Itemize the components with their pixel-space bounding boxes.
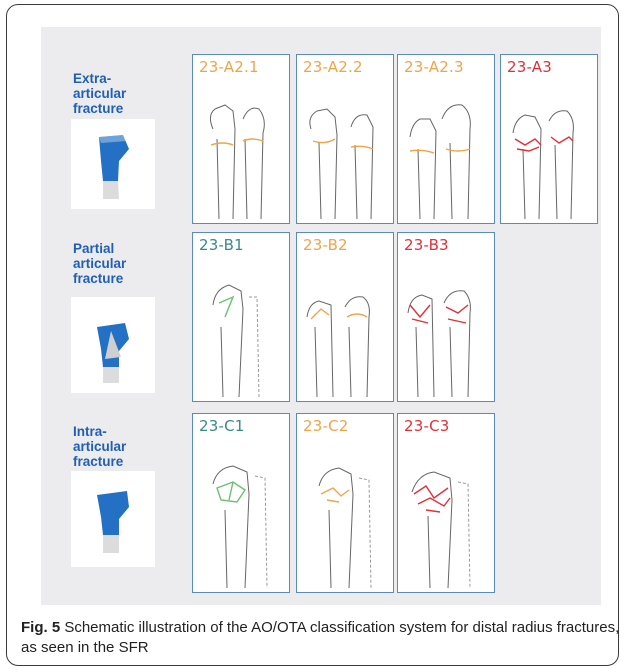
radius-ulna-sketch-icon (193, 438, 289, 588)
figure-caption: Fig. 5 Schematic illustration of the AO/… (21, 618, 621, 658)
card-23-b1: 23-B1 (192, 232, 290, 402)
card-23-c2: 23-C2 (296, 413, 394, 593)
card-code: 23-A2.3 (404, 58, 464, 76)
card-code: 23-A2.1 (199, 58, 259, 76)
radius-partial-icon (71, 297, 155, 393)
radius-extra-icon (71, 119, 155, 209)
bone-thumbnail-intra (71, 471, 155, 567)
card-23-c1: 23-C1 (192, 413, 290, 593)
card-23-a2-2: 23-A2.2 (296, 54, 394, 224)
card-code: 23-B1 (199, 236, 244, 254)
radius-intra-icon (71, 471, 155, 567)
card-23-a2-1: 23-A2.1 (192, 54, 290, 224)
radius-ulna-sketch-icon (297, 79, 393, 219)
card-code: 23-B3 (404, 236, 449, 254)
radius-ulna-sketch-icon (501, 79, 597, 219)
radius-ulna-sketch-icon (193, 79, 289, 219)
figure-panel: Extra- articular fracture Partial articu… (41, 27, 601, 605)
caption-text: Schematic illustration of the AO/OTA cla… (21, 619, 619, 656)
bone-thumbnail-partial (71, 297, 155, 393)
figure-frame: Extra- articular fracture Partial articu… (6, 4, 619, 666)
card-23-b2: 23-B2 (296, 232, 394, 402)
card-code: 23-C2 (303, 417, 349, 435)
card-code: 23-B2 (303, 236, 348, 254)
card-23-a2-3: 23-A2.3 (397, 54, 495, 224)
row-label-partial-articular: Partial articular fracture (73, 241, 126, 286)
row-label-extra-articular: Extra- articular fracture (73, 71, 126, 116)
radius-ulna-sketch-icon (398, 257, 494, 397)
radius-ulna-sketch-icon (193, 257, 289, 397)
card-23-b3: 23-B3 (397, 232, 495, 402)
bone-thumbnail-extra (71, 119, 155, 209)
caption-label: Fig. 5 (21, 619, 60, 636)
row-label-intra-articular: Intra- articular fracture (73, 424, 126, 469)
card-code: 23-A3 (507, 58, 552, 76)
radius-ulna-sketch-icon (297, 438, 393, 588)
card-23-c3: 23-C3 (397, 413, 495, 593)
card-code: 23-C1 (199, 417, 245, 435)
radius-ulna-sketch-icon (398, 438, 494, 588)
card-23-a3: 23-A3 (500, 54, 598, 224)
radius-ulna-sketch-icon (297, 257, 393, 397)
radius-ulna-sketch-icon (398, 79, 494, 219)
card-code: 23-C3 (404, 417, 450, 435)
card-code: 23-A2.2 (303, 58, 363, 76)
